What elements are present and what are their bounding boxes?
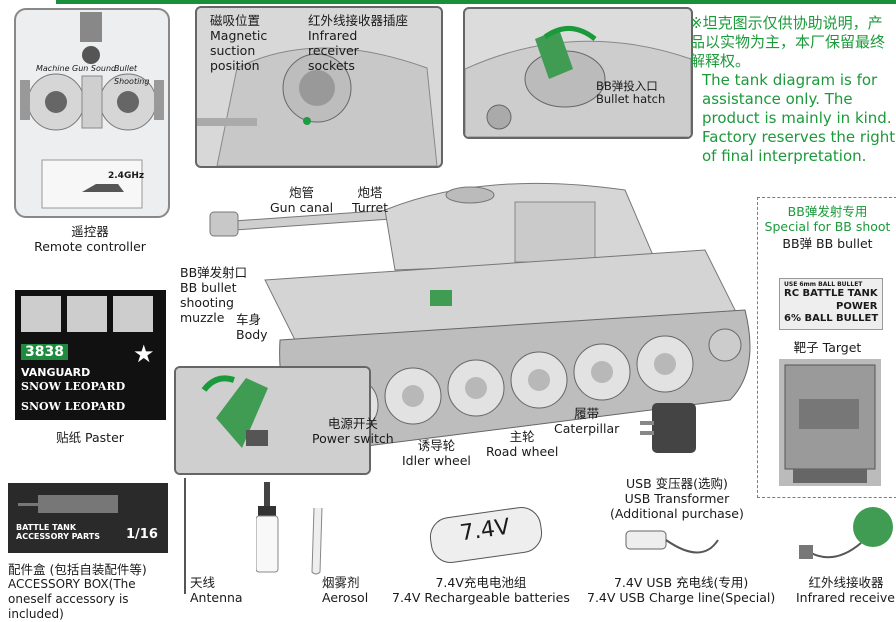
infrared-receiver-icon (799, 507, 893, 559)
paster-sheet: 3838 ★ VANGUARD SNOW LEOPARD SNOW LEOPAR… (15, 290, 166, 420)
header-bar (56, 0, 896, 4)
target-label: 靶子 Target (793, 340, 862, 355)
power-switch-illustration (176, 368, 369, 473)
turret-top-illustration (197, 47, 438, 166)
ir-socket-label: 红外线接收器插座 Infrared receiver sockets (308, 13, 409, 73)
inset-bullet-hatch (463, 7, 693, 139)
sticker-vanguard: VANGUARD (21, 366, 91, 379)
sticker-3838: 3838 (21, 344, 68, 360)
usb-charge-line-icon (625, 530, 719, 554)
magnet-label: 磁吸位置 Magnetic suction position (210, 13, 268, 73)
antenna-wire (184, 478, 186, 594)
accessory-box-image: BATTLE TANK ACCESSORY PARTS 1/16 (8, 483, 168, 553)
inset-power-switch (174, 366, 371, 475)
tank-silhouette-icon (18, 495, 118, 513)
inset-turret-top (195, 6, 443, 168)
usb-transformer-icon (640, 403, 696, 453)
target-illustration (784, 364, 876, 483)
remote-controller-icon (20, 12, 164, 209)
bb-bullet-card: USE 6mm BALL BULLET RC BATTLE TANK POWER… (779, 278, 883, 330)
bullet-shooting-label: Bullet Shooting (114, 64, 150, 86)
remote-controller-label: 遥控器 Remote controller (34, 224, 146, 254)
sticker-snow-leopard-1: SNOW LEOPARD (21, 380, 126, 393)
usb-transformer-label: USB 变压器(选购) USB Transformer (Additional … (610, 476, 744, 521)
usb-charge-line-label: 7.4V USB 充电线(专用)7.4V USB Charge line(Spe… (587, 575, 776, 605)
bb-shoot-panel: BB弹发射专用 Special for BB shoot BB弹 BB bull… (757, 197, 896, 498)
target-image (779, 359, 881, 486)
sticker-snow-leopard-2: SNOW LEOPARD (21, 400, 126, 413)
tank-illustration (209, 182, 751, 451)
scale-label: 1/16 (126, 527, 158, 542)
star-icon: ★ (133, 340, 155, 368)
paster-label: 贴纸 Paster (56, 430, 124, 445)
frequency-label: 2.4GHz (108, 171, 145, 181)
bb-special-en: Special for BB shoot (764, 219, 891, 234)
remote-controller-image: Machine Gun Sound Bullet Shooting 2.4GHz (14, 8, 170, 218)
accessory-box-label: 配件盒 (包括自装配件等) ACCESSORY BOX(The oneself … (8, 562, 147, 621)
aerosol-bottle-icon (256, 482, 323, 575)
bullet-hatch-label: BB弹投入口 Bullet hatch (596, 79, 666, 106)
bb-special-zh: BB弹发射专用 (787, 204, 868, 219)
accessory-box-title: BATTLE TANK ACCESSORY PARTS (16, 523, 101, 541)
battery-pack-image: 7.4V (427, 502, 545, 566)
machine-gun-sound-label: Machine Gun Sound (36, 64, 117, 73)
disclaimer-note: ※坦克图示仅供协助说明，产品以实物为主，本厂保留最终解释权。 The tank … (690, 14, 896, 165)
bb-bullet-label: BB弹 BB bullet (782, 236, 873, 251)
bullet-hatch-illustration (465, 26, 691, 137)
